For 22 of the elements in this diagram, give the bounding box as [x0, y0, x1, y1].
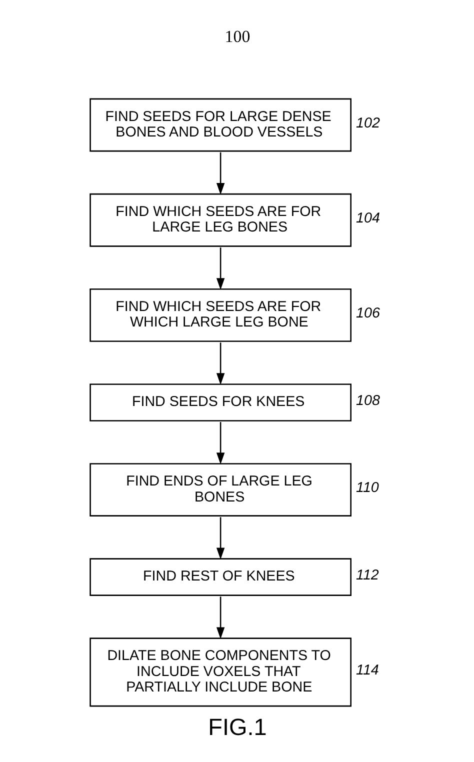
- node-label: 112: [356, 567, 378, 584]
- node-box: FIND WHICH SEEDS ARE FOR LARGE LEG BONES: [89, 193, 351, 247]
- node-label: 110: [356, 480, 378, 496]
- caption: FIG.1: [208, 714, 266, 740]
- arrow: [216, 152, 224, 195]
- node-label: 108: [356, 392, 380, 409]
- label: 100: [224, 27, 250, 46]
- arrow: [216, 422, 224, 464]
- node-box: FIND REST OF KNEES: [89, 558, 351, 596]
- node-label: 104: [356, 210, 380, 226]
- node-box: FIND WHICH SEEDS ARE FOR WHICH LARGE LEG BONE: [89, 288, 351, 342]
- node-label: 106: [356, 306, 380, 322]
- node-box: FIND SEEDS FOR LARGE DENSE BONES AND BLOOD VESSELS: [89, 98, 351, 152]
- arrow: [216, 517, 224, 560]
- arrow: [216, 247, 224, 290]
- node-label: 114: [356, 662, 378, 679]
- node-label: 102: [356, 115, 380, 132]
- node-box: FIND SEEDS FOR KNEES: [89, 384, 351, 422]
- arrow: [216, 342, 224, 385]
- node-box: DILATE BONE COMPONENTS TO INCLUDE VOXELS THAT PARTIALLY INCLUDE BONE: [89, 638, 351, 707]
- arrow: [216, 596, 224, 639]
- node-box: FIND ENDS OF LARGE LEG BONES: [89, 463, 351, 516]
